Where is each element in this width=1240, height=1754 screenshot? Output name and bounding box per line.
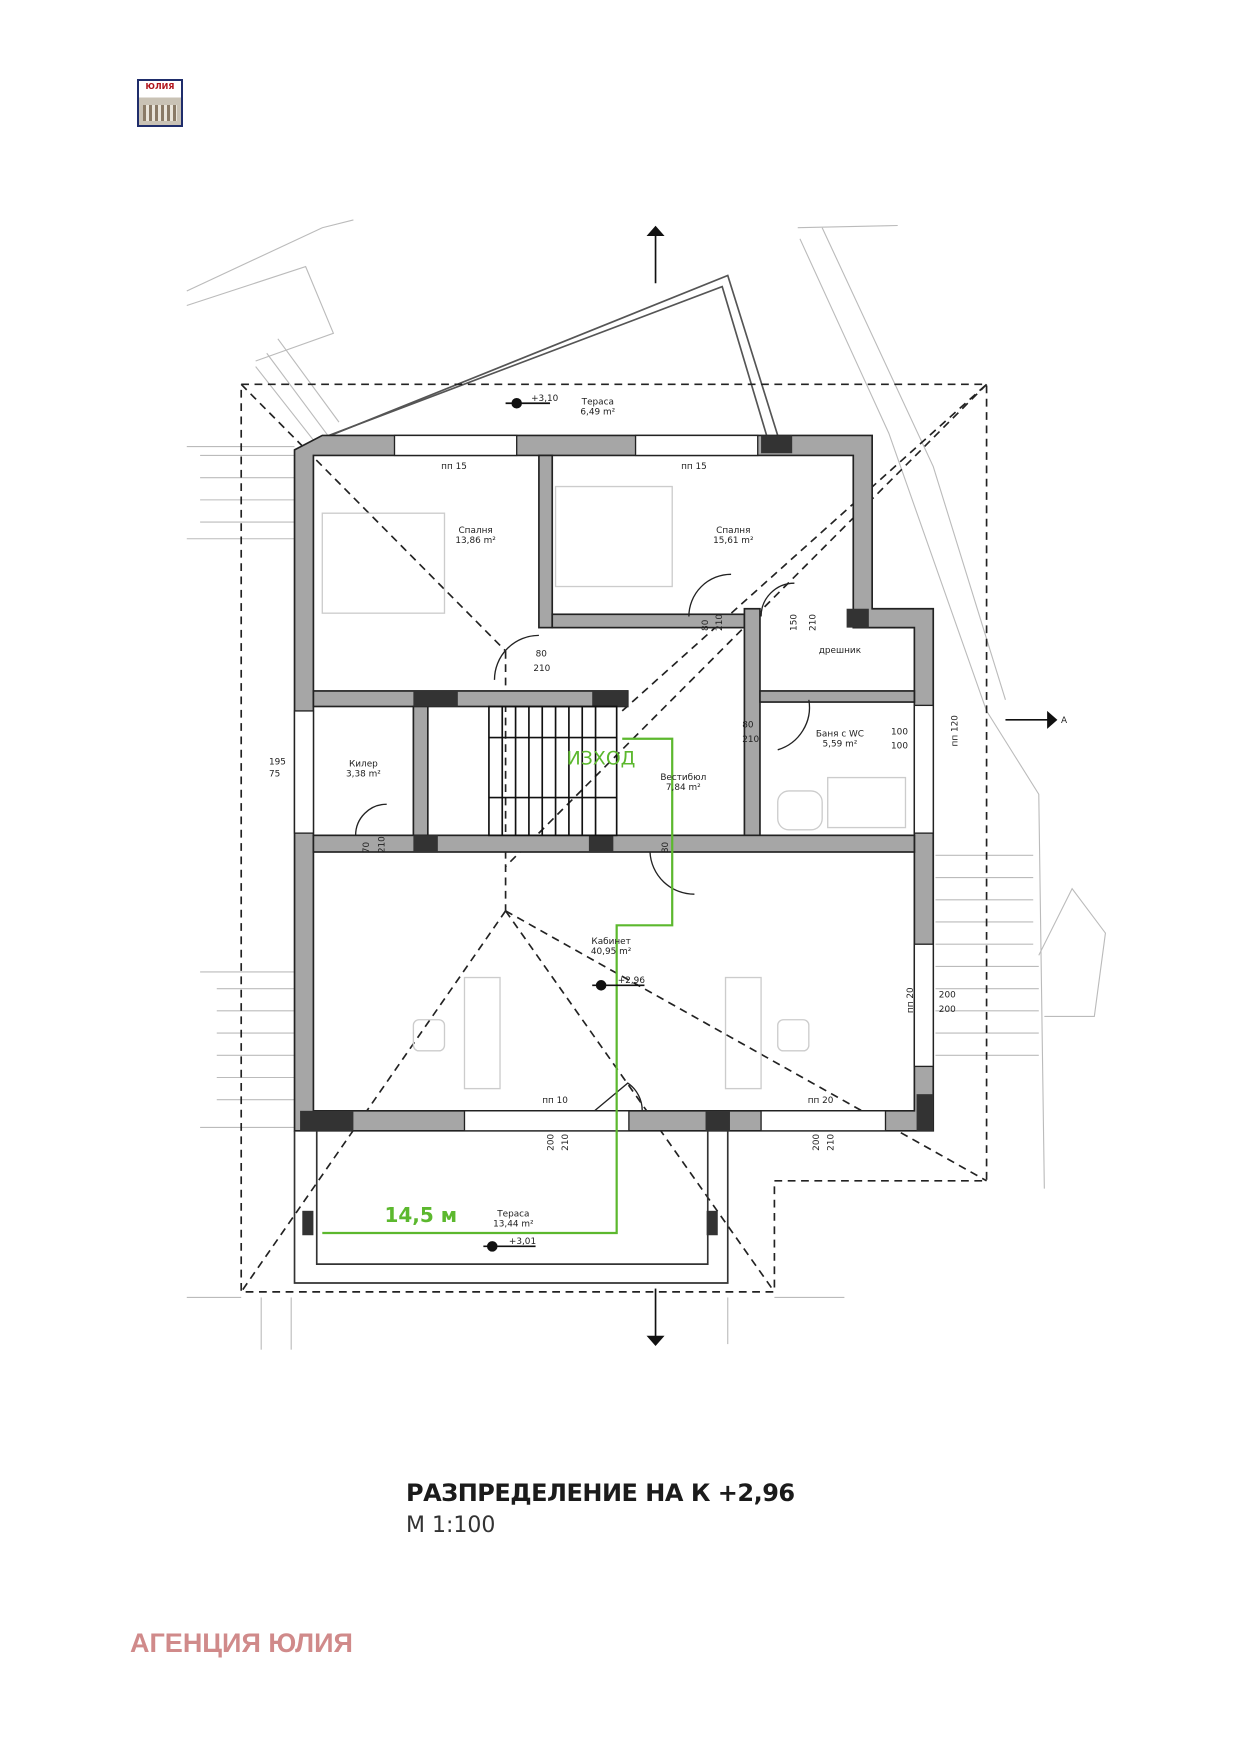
- agency-logo: ЮЛИЯ: [137, 79, 183, 127]
- room-area: 6,49 m²: [580, 407, 615, 417]
- room-name: Тераса: [581, 397, 614, 407]
- distance-label: 14,5 м: [385, 1203, 458, 1227]
- room-name: Вестибюл: [660, 773, 706, 783]
- dimension: 210: [809, 614, 819, 631]
- lower-terrace: [293, 1130, 729, 1284]
- room-name: дрешник: [819, 646, 862, 656]
- dimension: 70: [362, 841, 372, 853]
- dimension: 80: [536, 650, 548, 660]
- room-name: Килер: [349, 759, 378, 769]
- window-label: пп 20: [808, 1096, 834, 1106]
- column-hatches: [300, 435, 934, 1236]
- dimension: 210: [826, 1134, 836, 1151]
- section-markers: [646, 225, 1058, 1347]
- window-label: пп 120: [951, 715, 961, 747]
- room-area: 3,38 m²: [346, 769, 381, 779]
- dimension: 100: [891, 727, 908, 737]
- logo-building-image: [143, 105, 177, 121]
- staircase: [488, 705, 618, 837]
- dimension: 210: [715, 614, 725, 631]
- room-area: 15,61 m²: [713, 536, 753, 546]
- dimension: 80: [701, 619, 711, 631]
- furniture: [321, 485, 907, 1090]
- dimension: 200: [812, 1134, 822, 1151]
- dimension: 80: [742, 721, 754, 731]
- exit-label: ИЗХОД: [567, 747, 636, 769]
- logo-text: ЮЛИЯ: [145, 82, 175, 91]
- room-name: Спалня: [458, 526, 492, 536]
- dimension: 210: [378, 836, 388, 853]
- level-label: +2,96: [618, 976, 646, 986]
- dimension: 100: [891, 742, 908, 752]
- upper-terrace-parapet: [294, 274, 779, 451]
- dimension: 210: [533, 664, 550, 674]
- window-label: пп 15: [681, 462, 707, 472]
- dimension: 210: [742, 735, 759, 745]
- window-label: пп 10: [542, 1096, 568, 1106]
- window-label: пп 20: [906, 987, 916, 1013]
- agency-footer: АГЕНЦИЯ ЮЛИЯ: [130, 1628, 353, 1658]
- room-area: 7,84 m²: [666, 783, 701, 793]
- doors: [354, 573, 811, 1112]
- level-label: +3,10: [531, 394, 559, 404]
- dimension: 200: [546, 1134, 556, 1151]
- level-markers: [483, 397, 645, 1252]
- room-name: Спалня: [716, 526, 750, 536]
- dimension: 200: [939, 1005, 956, 1015]
- dimension: 195: [269, 757, 286, 767]
- dimension: 210: [561, 1134, 571, 1151]
- dimension: 80: [661, 841, 671, 853]
- room-area: 5,59 m²: [823, 739, 858, 749]
- plan-scale: М 1:100: [406, 1513, 496, 1538]
- room-name: Кабинет: [591, 937, 630, 947]
- room-area: 40,95 m²: [591, 947, 631, 957]
- windows: [293, 434, 934, 1132]
- window-label: пп 15: [441, 462, 467, 472]
- dimension: 200: [939, 991, 956, 1001]
- section-marker-label: A: [1061, 716, 1067, 726]
- room-name: Тераса: [496, 1209, 529, 1219]
- room-name: Баня с WC: [816, 729, 864, 739]
- level-label: +3,01: [509, 1237, 536, 1247]
- plan-title: РАЗПРЕДЕЛЕНИЕ НА К +2,96: [406, 1479, 795, 1507]
- dimension: 75: [269, 769, 280, 779]
- room-area: 13,86 m²: [455, 536, 495, 546]
- dimension: 150: [790, 614, 800, 631]
- escape-route-line: [322, 737, 674, 1235]
- walls: [293, 434, 935, 1132]
- room-area: 13,44 m²: [493, 1219, 533, 1229]
